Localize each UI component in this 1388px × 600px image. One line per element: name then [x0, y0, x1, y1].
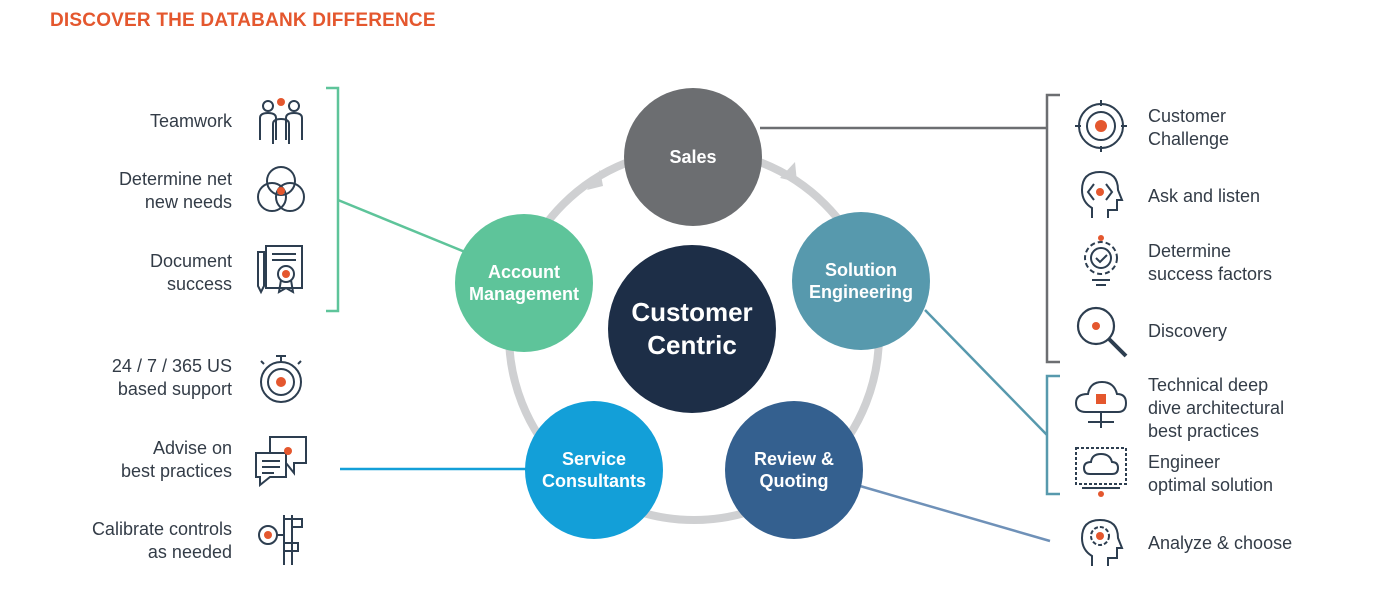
cycle-arrowhead: [780, 162, 797, 182]
venn-icon: [257, 166, 305, 212]
account-management-circle: Account Management: [455, 214, 593, 352]
calibrate-label: Calibrate controls as needed: [91, 519, 232, 562]
stopwatch-icon: [260, 355, 302, 403]
page-title: DISCOVER THE DATABANK DIFFERENCE: [50, 10, 436, 31]
review-quoting-circle: Review & Quoting: [725, 401, 863, 539]
support-label: 24 / 7 / 365 US based support: [111, 356, 232, 399]
head-icon: [1080, 170, 1124, 218]
certificate-icon: [257, 245, 303, 295]
net-needs-label: Determine net new needs: [118, 169, 232, 212]
caliper-icon: [258, 515, 303, 565]
sales-bracket: [1045, 93, 1060, 364]
cloud-screen-icon: [1075, 447, 1127, 497]
account-connector: [337, 198, 471, 256]
magnifier-icon: [1076, 306, 1128, 358]
cycle-arrowhead: [587, 170, 603, 190]
sales-circle: Sales: [624, 88, 762, 226]
team-icon: [259, 98, 303, 144]
engineer-solution-label: Engineer optimal solution: [1148, 452, 1274, 495]
customer-challenge-label: Customer Challenge: [1148, 106, 1230, 149]
customer-centric-circle: Customer Centric: [608, 245, 776, 413]
chat-icon: [255, 436, 307, 487]
solution-connector: [924, 309, 1048, 436]
analyze-choose-label: Analyze & choose: [1148, 533, 1293, 553]
gear-check-icon: [1084, 235, 1118, 286]
advise-label: Advise on best practices: [120, 438, 232, 481]
service-consultants-circle: Service Consultants: [525, 401, 663, 539]
account-bracket: [326, 86, 340, 313]
document-success-label: Document success: [149, 251, 232, 294]
discovery-label: Discovery: [1148, 321, 1228, 341]
target-icon: [1075, 100, 1127, 152]
cloud-chip-icon: [1074, 380, 1128, 428]
technical-deep-dive-label: Technical deep dive architectural best p…: [1148, 375, 1285, 441]
head-gear-icon: [1080, 518, 1124, 566]
success-factors-label: Determine success factors: [1148, 241, 1273, 284]
solution-engineering-circle: Solution Engineering: [792, 212, 930, 350]
teamwork-label: Teamwork: [149, 111, 232, 131]
ask-listen-label: Ask and listen: [1148, 186, 1261, 206]
review-connector: [859, 484, 1051, 543]
solution-bracket: [1045, 374, 1060, 496]
